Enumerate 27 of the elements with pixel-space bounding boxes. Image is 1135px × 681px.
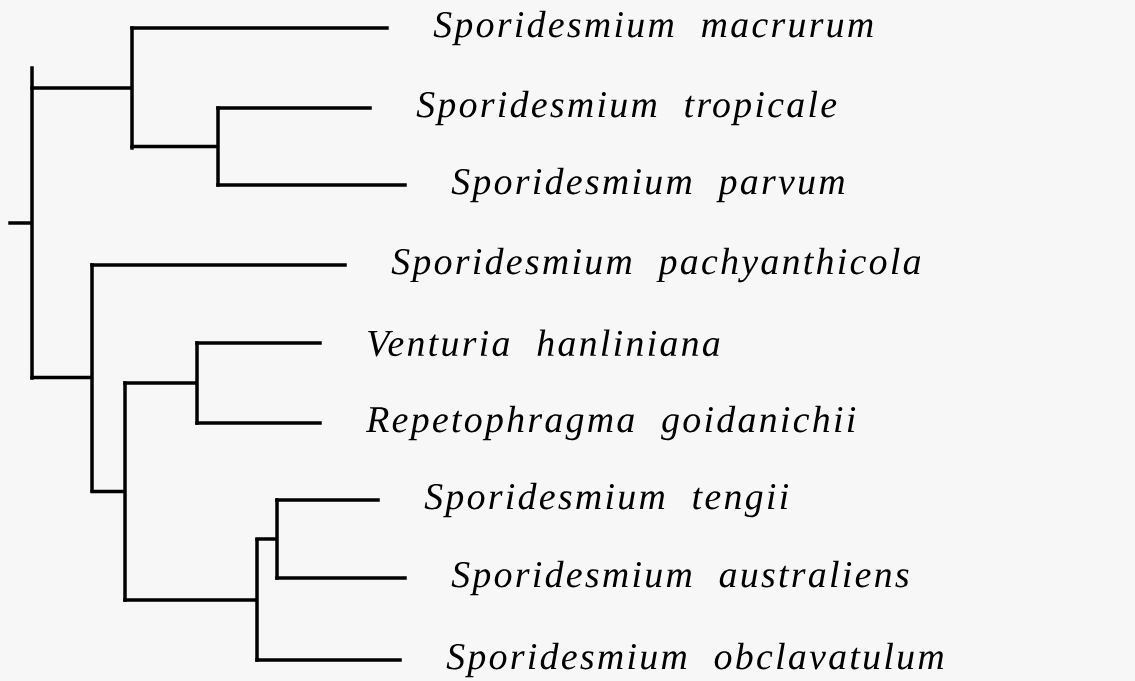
- branch-line: [216, 106, 372, 110]
- branch-line: [90, 489, 125, 494]
- branch-line: [255, 658, 402, 662]
- branch-line: [130, 144, 218, 149]
- branch-line: [123, 381, 197, 385]
- branch-line: [30, 86, 132, 90]
- species-label: Venturia hanliniana: [368, 329, 720, 357]
- species-label: Sporidesmium obclavatulum: [446, 642, 944, 678]
- branch-line: [123, 598, 257, 602]
- branch-line: [255, 537, 277, 541]
- branch-line: [30, 375, 92, 380]
- branch-line: [195, 421, 322, 425]
- species-label: Sporidesmium pachyanthicola: [391, 247, 921, 283]
- branch-line: [275, 576, 407, 580]
- branch-line: [195, 341, 322, 345]
- species-label: Sporidesmium tropicale: [416, 90, 837, 126]
- branch-line: [216, 183, 407, 187]
- branch-line: [130, 26, 389, 30]
- branch-line: [8, 221, 32, 225]
- branch-line: [275, 498, 380, 502]
- species-label: Sporidesmium australiens: [451, 560, 909, 596]
- branch-bar: [30, 66, 34, 380]
- branch-line: [90, 263, 347, 267]
- species-label: Sporidesmium tengii: [424, 482, 789, 518]
- species-label: Repetophragma goidanichii: [366, 405, 856, 441]
- species-label: Sporidesmium parvum: [451, 167, 844, 203]
- species-label: Sporidesmium macrurum: [433, 10, 873, 46]
